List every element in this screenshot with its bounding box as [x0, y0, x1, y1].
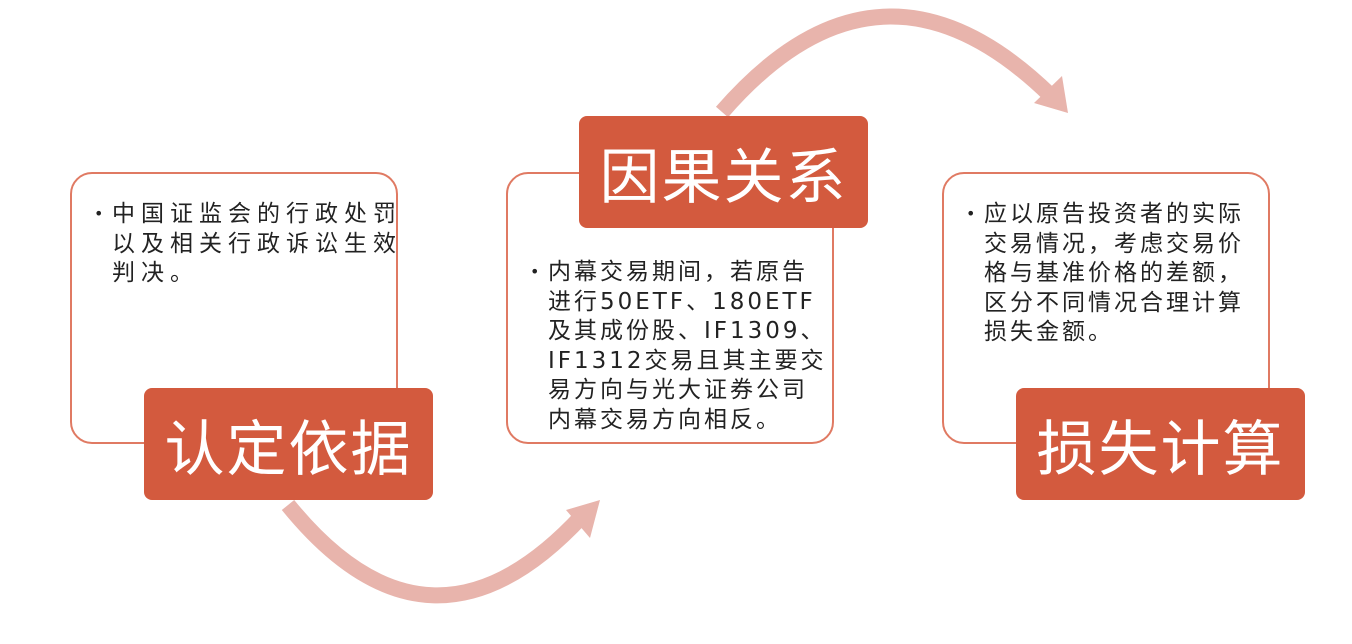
step-text: 内幕交易期间，若原告 进行50ETF、180ETF 及其成份股、IF1309、 …	[548, 259, 827, 433]
arrowhead-step3	[1034, 76, 1068, 113]
step-title-causation: 因果关系	[579, 116, 868, 228]
step-text: 中国证监会的行政处罚 以及相关行政诉讼生效 判决。	[112, 201, 402, 286]
step-text: 应以原告投资者的实际 交易情况，考虑交易价 格与基准价格的差额， 区分不同情况合…	[984, 201, 1244, 345]
bullet-icon: •	[530, 262, 540, 281]
arrow-step2-to-step3	[715, 8, 1056, 118]
step-title-loss: 损失计算	[1016, 388, 1305, 500]
bullet-icon: •	[94, 204, 104, 223]
arrow-step1-to-step2	[281, 499, 588, 604]
step-title-basis: 认定依据	[144, 388, 433, 500]
bullet-icon: •	[966, 204, 976, 223]
arrowhead-step2	[566, 500, 600, 538]
